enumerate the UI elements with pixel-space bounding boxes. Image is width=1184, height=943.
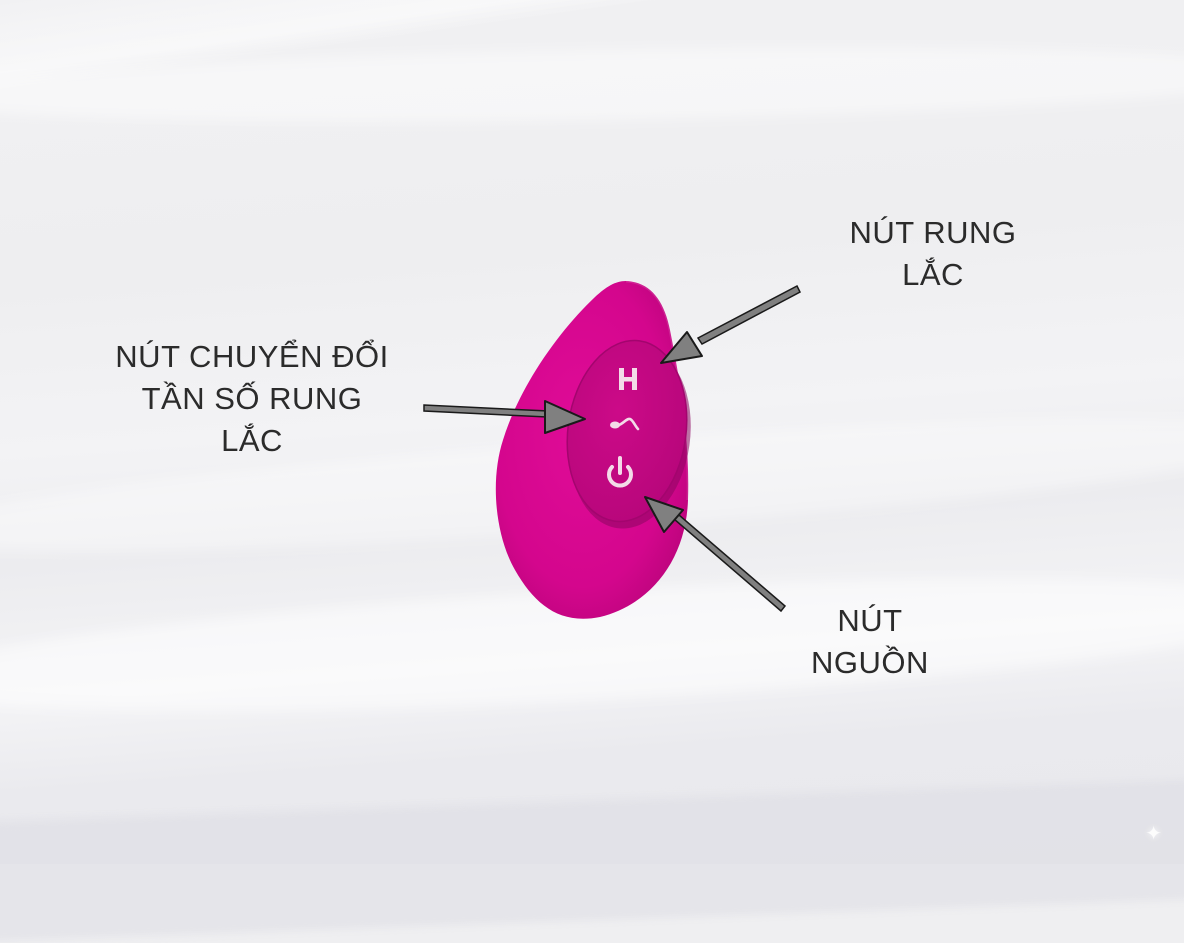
vibration-button[interactable] [608, 360, 648, 396]
wave-icon [610, 417, 640, 431]
power-button[interactable] [598, 452, 638, 492]
frequency-button[interactable] [604, 410, 644, 440]
background-wave [0, 37, 1184, 133]
callout-line: NGUỒN [811, 645, 929, 680]
callout-power-button: NÚT NGUỒN [790, 600, 950, 684]
background-wave [0, 553, 1184, 737]
power-icon [607, 456, 633, 488]
h-letter-icon [619, 368, 637, 390]
callout-line: NÚT CHUYỂN ĐỔI [115, 339, 389, 374]
callout-line: LẮC [221, 423, 283, 458]
sparkle-watermark-icon: ✦ [1145, 823, 1162, 845]
callout-line: NÚT RUNG [849, 215, 1017, 250]
callout-line: TẦN SỐ RUNG [141, 381, 363, 416]
callout-line: LẮC [902, 257, 964, 292]
background-shadow [0, 777, 1184, 943]
callout-frequency-switch: NÚT CHUYỂN ĐỔI TẦN SỐ RUNG LẮC [92, 336, 412, 462]
callout-vibration-button: NÚT RUNG LẮC [828, 212, 1038, 296]
callout-line: NÚT [837, 603, 903, 638]
